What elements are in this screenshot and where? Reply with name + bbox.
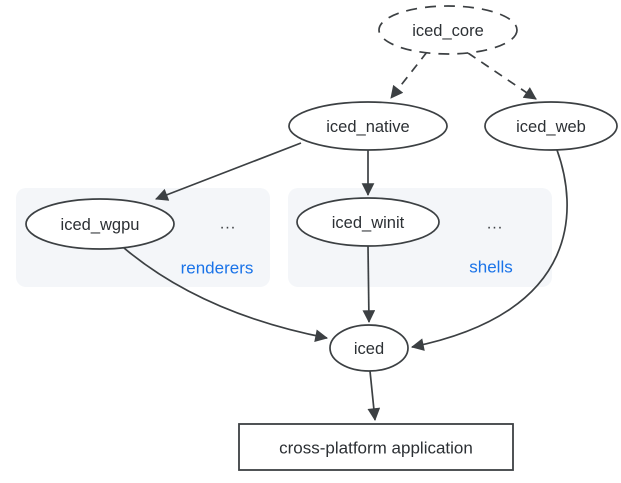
edge-iced-core-to-iced-web <box>467 52 537 100</box>
iced-winit-label: iced_winit <box>332 214 405 232</box>
edge-iced-native-to-iced-wgpu <box>155 142 302 201</box>
iced-label: iced <box>354 340 384 358</box>
renderers-ellipsis: ... <box>220 216 236 233</box>
application-box <box>238 423 514 471</box>
iced-wgpu-label: iced_wgpu <box>61 216 140 234</box>
iced-core-node <box>378 5 518 55</box>
edge-iced-web-to-iced <box>411 149 568 351</box>
iced-wgpu-node <box>25 198 175 250</box>
iced-web-node <box>484 101 618 151</box>
iced-node <box>329 324 409 372</box>
shells-group-label: shells <box>469 258 512 277</box>
iced-native-label: iced_native <box>326 118 409 136</box>
edge-iced-winit-to-iced <box>362 245 376 324</box>
edge-iced-wgpu-to-iced <box>123 247 329 343</box>
iced-web-label: iced_web <box>516 118 586 136</box>
shells-ellipsis: ... <box>487 216 503 233</box>
edge-iced-to-application <box>367 370 381 422</box>
iced-winit-node <box>296 197 440 247</box>
application-label: cross-platform application <box>279 439 473 458</box>
iced-core-label: iced_core <box>412 22 484 40</box>
edge-iced-core-to-iced-native <box>390 51 428 99</box>
renderers-group-label: renderers <box>181 259 254 278</box>
iced-native-node <box>288 101 448 151</box>
